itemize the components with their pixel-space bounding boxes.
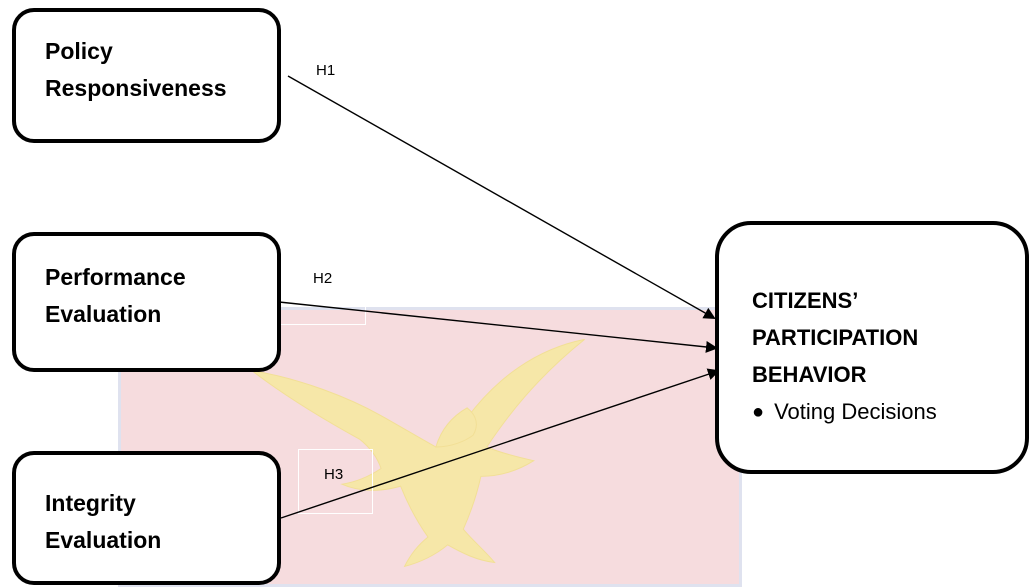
construct-label-line: Evaluation: [45, 300, 162, 327]
construct-label-line: Performance: [45, 264, 186, 290]
outcome-bullet-text: Voting Decisions: [774, 398, 937, 424]
outcome-bullet-item: ● Voting Decisions: [752, 394, 1025, 431]
construct-label-line: Evaluation: [45, 526, 162, 553]
construct-label-line: Policy: [45, 38, 113, 64]
hypothesis-label-h1: H1: [316, 62, 336, 79]
hypothesis-label-h3: H3: [324, 466, 344, 483]
bullet-icon: ●: [752, 400, 765, 423]
construct-label-line: Integrity: [45, 490, 136, 516]
outcome-citizens-participation-behavior: CITIZENS’ PARTICIPATION BEHAVIOR ● Votin…: [715, 221, 1029, 474]
outcome-label-line: BEHAVIOR: [752, 361, 867, 387]
construct-policy-responsiveness: Policy Responsiveness: [12, 8, 281, 143]
outcome-label-line: CITIZENS’: [752, 288, 859, 313]
construct-integrity-evaluation: Integrity Evaluation: [12, 451, 281, 585]
arrow-h1: [287, 75, 716, 319]
eagle-icon: [251, 338, 585, 568]
construct-label-line: Responsiveness: [45, 74, 227, 101]
arrow-h2: [278, 301, 718, 353]
hypothesis-label-h2: H2: [313, 270, 333, 287]
h3-frame: [298, 449, 373, 514]
outcome-label-line: PARTICIPATION: [752, 324, 919, 350]
arrow-h3: [280, 368, 720, 519]
construct-performance-evaluation: Performance Evaluation: [12, 232, 281, 372]
